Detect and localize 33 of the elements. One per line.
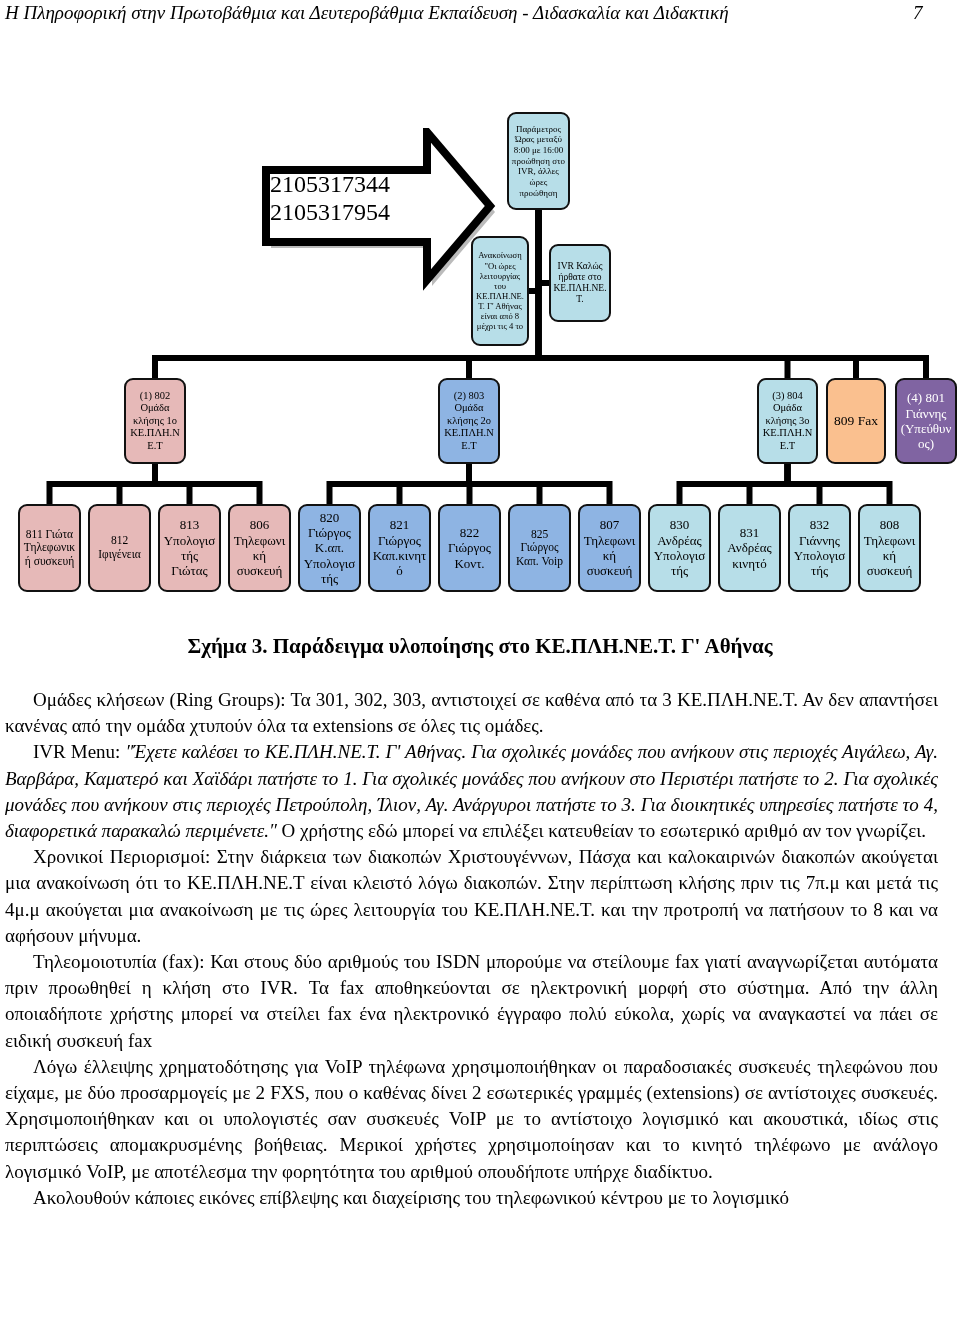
org-chart-box: (1) 802 Ομάδα κλήσης 1ο ΚΕ.ΠΛΗ.ΝΕ.Τ <box>124 378 186 464</box>
org-chart-box: IVR Καλώς ήρθατε στο ΚΕ.ΠΛΗ.ΝΕ.Τ. <box>549 244 611 322</box>
body-paragraph: Τηλεομοιοτυπία (fax): Και στους δύο αριθμούς του ISDN μπορούμε να στείλουμε fax γιατί αναγνωρίζεται αυτόματα πριν προωθηθεί η κλήση στο IVR. Τα fax αποθηκεύονται σε ηλεκτρονική μορφή στο σύστημα. Από την άλλη οποιαδήποτε χρήστης μπορεί να στείλει fax ένα ηλεκτρονικό έγγραφο πολύ εύκολα, χωρίς να αναγκαστεί να πάει σε ειδική συσκευή fax <box>5 950 938 1053</box>
org-chart-box: 806 Τηλεφωνική συσκευή <box>228 504 291 592</box>
org-chart-box: 807 Τηλεφωνική συσκευή <box>578 504 641 592</box>
connector-line <box>535 210 929 378</box>
org-chart-box: (4) 801 Γιάννης (Υπεύθυνος) <box>895 378 957 464</box>
org-chart-box: 812 Ιφιγένεια <box>88 504 151 592</box>
org-chart-box: 811 Γιώτα Τηλεφωνική συσκευή <box>18 504 81 592</box>
body-paragraph: Ακολουθούν κάποιες εικόνες επίβλεψης και διαχείρισης του τηλεφωνικού κέντρου με το λογισμικό <box>32 1185 790 1210</box>
org-chart-box: 809 Fax <box>826 378 886 464</box>
org-chart-box: 831 Ανδρέας κινητό <box>718 504 781 592</box>
org-chart-box: 830 Ανδρέας Υπολογιστής <box>648 504 711 592</box>
org-chart-box: (2) 803 Ομάδα κλήσης 2ο ΚΕ.ΠΛΗ.ΝΕ.Τ <box>438 378 500 464</box>
org-chart-box: Ανακοίνωση "Οι ώρες λειτουργίας του ΚΕ.ΠΛΗ.ΝΕ.Τ. Γ' Αθήνας είναι από 8 μέχρι τις 4 το <box>471 236 529 346</box>
org-chart-box: 808 Τηλεφωνική συσκευή <box>858 504 921 592</box>
phone-numbers: 2105317344 2105317954 <box>270 170 391 226</box>
org-chart-box: (3) 804 Ομάδα κλήσης 3ο ΚΕ.ΠΛΗ.ΝΕ.Τ <box>757 378 818 464</box>
body-paragraph: Λόγω έλλειψης χρηματοδότησης για VoIP τηλέφωνα χρησιμοποιήθηκαν οι παραδοσιακές συσκευές τηλεφώνου που είχαμε, με δύο προσαρμογείς με 2 FXS, που ο καθένας δίνει 2 εσωτερικές γραμμές (extensions) σε αντίστοιχες συσκευές. Χρησιμοποιήθηκαν και οι υπολογιστές σαν συσκευές VoIP με το αντίστοιχο λογισμικό και ακουστικά, ιδίως στις περιπτώσεις απομακρυσμένης βοήθειας. Μερικοί χρήστες χρησιμοποίησαν και το κινητό τηλέφωνο με ανάλογο λογισμικό VoIP, με αποτέλεσμα την φορητότητα του αριθμού οπουδήποτε υπήρχε διαδίκτυο. <box>5 1054 938 1184</box>
org-chart-box: 825 Γιώργος Καπ. Voip <box>508 504 571 592</box>
page-number: 7 <box>913 2 923 24</box>
page-header: Η Πληροφορική στην Πρωτοβάθμια και Δευτεροβάθμια Εκπαίδευση - Διδασκαλία και Διδακτική <box>5 2 729 24</box>
body-paragraph: IVR Menu: ″Έχετε καλέσει το ΚΕ.ΠΛΗ.ΝΕ.Τ. Γ' Αθήνας. Για σχολικές μονάδες που ανήκουν στις περιοχές Αιγάλεω, Αγ. Βαρβάρα, Καματερό και Χαϊδάρι πατήστε το 1. Για σχολικές μονάδες που ανήκουν στο Περιστέρι πατήστε το 2. Για σχολικές μονάδες που ανήκουν στις περιοχές Πετρούπολη, Ίλιον, Αγ. Ανάργυροι πατήστε το 3. Για διοικητικές υπηρεσίες πατήστε το 4, διαφορετικά παρακαλώ περιμένετε.″ Ο χρήστης εδώ μπορεί να επιλέξει κατευθείαν το εσωτερικό αριθμό αν τον γνωρίζει. <box>5 740 938 843</box>
body-paragraph: Ομάδες κλήσεων (Ring Groups): Τα 301, 302, 303, αντιστοιχεί σε καθένα από τα 3 ΚΕ.ΠΛΗ.ΝΕ.Τ. Αν δεν απαντήσει κανένας από την ομάδα χτυπούν όλα τα extensions σε όλες τις ομάδες. <box>5 688 938 739</box>
org-chart-box: 813 Υπολογιστής Γιώτας <box>158 504 221 592</box>
body-paragraph: Χρονικοί Περιορισμοί: Στην διάρκεια των διακοπών Χριστουγέννων, Πάσχα και καλοκαιρινών διακοπών ακούγεται μια ανακοίνωση ότι το ΚΕ.ΠΛΗ.ΝΕ.Τ είναι κλειστό λόγω διακοπών. Στην περίπτωση κλήσης πριν τις 7π.μ και μετά τις 4μ.μ ακούγεται μια ανακοίνωση με τις ώρες λειτουργία του ΚΕ.ΠΛΗ.ΝΕ.Τ. και την προτροπή να πατήσουν το 8 και να αφήσουν μήνυμα. <box>5 845 938 948</box>
org-chart-box: 820 Γιώργος Κ.απ. Υπολογιστής <box>298 504 361 592</box>
connector-line <box>784 464 893 504</box>
figure-caption: Σχήμα 3. Παράδειγμα υλοποίησης στο ΚΕ.ΠΛΗ.ΝΕ.Τ. Γ' Αθήνας <box>186 634 774 659</box>
org-chart-box: Παράμετρος Ώρας μεταξύ 8:00 με 16:00 προώθηση στο IVR, άλλες ώρες προώθηση <box>507 112 570 210</box>
org-chart-box: 821 Γιώργος Καπ.κινητό <box>368 504 431 592</box>
org-chart-box: 822 Γιώργος Κοντ. <box>438 504 501 592</box>
org-chart-box: 832 Γιάννης Υπολογιστής <box>788 504 851 592</box>
